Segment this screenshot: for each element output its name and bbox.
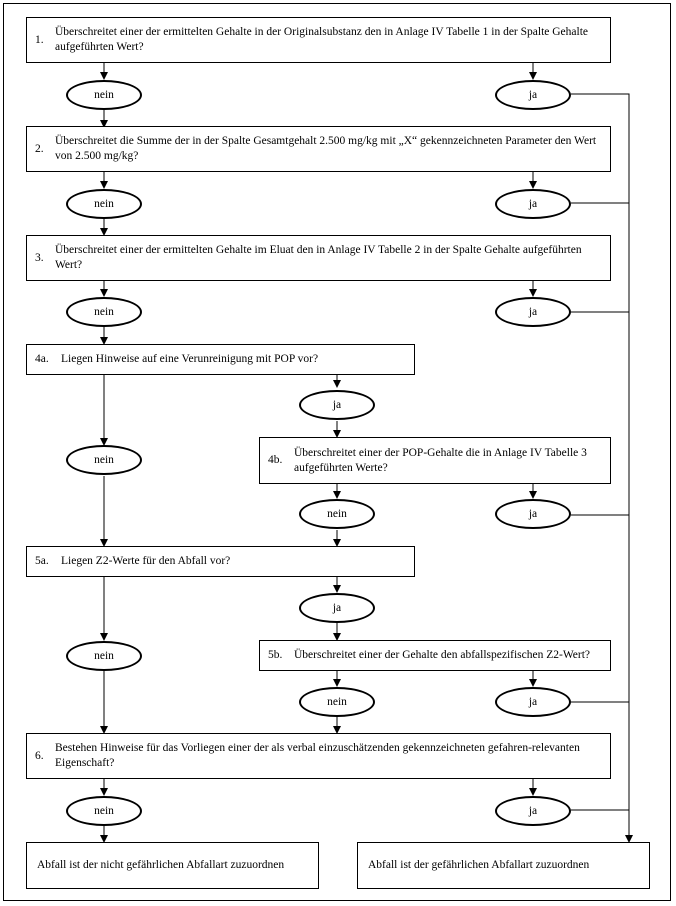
answer-no-3: nein xyxy=(66,297,142,327)
question-5b-text: Überschreitet einer der Gehalte den abfa… xyxy=(294,649,591,661)
answer-no-1: nein xyxy=(66,80,142,110)
question-1-box: 1. Überschreitet einer der ermittelten G… xyxy=(26,17,611,63)
question-5b-box: 5b. Überschreitet einer der Gehalte den … xyxy=(259,640,611,671)
answer-no-6: nein xyxy=(66,796,142,826)
question-2-number: 2. xyxy=(35,142,44,155)
question-1-text: Überschreitet einer der ermittelten Geha… xyxy=(55,26,589,53)
answer-no-5a: nein xyxy=(66,641,142,671)
question-4a-text: Liegen Hinweise auf eine Verunreinigung … xyxy=(61,353,319,365)
question-4b-number: 4b. xyxy=(268,454,283,466)
question-4a-number: 4a. xyxy=(35,353,49,365)
question-5a-box: 5a. Liegen Z2-Werte für den Abfall vor? xyxy=(26,546,415,577)
question-5a-text: Liegen Z2-Werte für den Abfall vor? xyxy=(61,555,231,567)
question-1-number: 1. xyxy=(35,33,44,46)
answer-no-4a: nein xyxy=(66,445,142,475)
result-hazardous-text: Abfall ist der gefährlichen Abfallart zu… xyxy=(368,859,590,871)
question-2-text: Überschreitet die Summe der in der Spalt… xyxy=(55,135,597,162)
answer-yes-6: ja xyxy=(495,796,571,826)
question-6-text: Bestehen Hinweise für das Vorliegen eine… xyxy=(55,742,580,769)
question-4b-text: Überschreitet einer der POP-Gehalte die … xyxy=(294,446,587,474)
answer-yes-5b: ja xyxy=(495,687,571,717)
result-non-hazardous-text: Abfall ist der nicht gefährlichen Abfall… xyxy=(37,859,285,871)
answer-no-2: nein xyxy=(66,189,142,219)
answer-yes-5a: ja xyxy=(299,593,375,623)
result-non-hazardous: Abfall ist der nicht gefährlichen Abfall… xyxy=(26,842,319,889)
question-5a-number: 5a. xyxy=(35,555,49,567)
answer-yes-4a: ja xyxy=(299,390,375,420)
answer-yes-4b: ja xyxy=(495,499,571,529)
question-4b-box: 4b. Überschreitet einer der POP-Gehalte … xyxy=(259,437,611,484)
question-5b-number: 5b. xyxy=(268,649,283,661)
answer-no-4b: nein xyxy=(299,499,375,529)
question-3-box: 3. Überschreitet einer der ermittelten G… xyxy=(26,235,611,281)
question-2-box: 2. Überschreitet die Summe der in der Sp… xyxy=(26,126,611,172)
question-6-number: 6. xyxy=(35,749,44,762)
question-4a-box: 4a. Liegen Hinweise auf eine Verunreinig… xyxy=(26,344,415,375)
question-3-number: 3. xyxy=(35,251,44,264)
question-6-box: 6. Bestehen Hinweise für das Vorliegen e… xyxy=(26,733,611,779)
answer-yes-1: ja xyxy=(495,80,571,110)
answer-no-5b: nein xyxy=(299,687,375,717)
answer-yes-3: ja xyxy=(495,297,571,327)
question-3-text: Überschreitet einer der ermittelten Geha… xyxy=(55,244,582,271)
diagram-frame xyxy=(3,3,671,901)
result-hazardous: Abfall ist der gefährlichen Abfallart zu… xyxy=(357,842,650,889)
answer-yes-2: ja xyxy=(495,189,571,219)
